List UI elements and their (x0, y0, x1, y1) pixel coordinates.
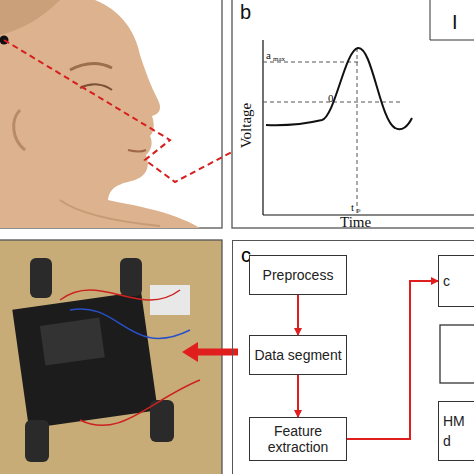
tp-dash (357, 48, 358, 215)
wire (70, 309, 190, 339)
process-box (440, 325, 474, 383)
flow-arrow (297, 375, 299, 417)
axis-label: t (351, 202, 354, 213)
head-skin (0, 0, 200, 228)
wheel (120, 258, 142, 296)
wheel (30, 258, 52, 298)
box-text: Data segment (254, 347, 341, 363)
panel-letter: I (452, 12, 458, 32)
neck-shade (60, 200, 160, 226)
panel-frame (0, 0, 222, 228)
panel-frame: c PreprocessData segmentFeature extractio… (232, 240, 474, 474)
axis-label: 0 (328, 93, 334, 104)
box-text: Feature extraction (250, 423, 346, 455)
mouth (128, 150, 146, 152)
process-box: c (438, 255, 474, 307)
process-box: Data segment (249, 335, 347, 375)
hair-shade (0, 0, 60, 35)
legend-box-edge (430, 0, 474, 40)
panel-letter: b (240, 2, 251, 22)
ear (14, 110, 25, 150)
flow-arrow (347, 281, 438, 439)
panel-frame (0, 240, 222, 474)
process-box: HM d (438, 401, 474, 461)
wheel (25, 420, 49, 462)
robot-photo (12, 258, 200, 462)
eyebrow (70, 64, 112, 70)
axis-label: Time (340, 215, 371, 230)
box-text: HM (443, 413, 465, 429)
axis-label: Voltage (239, 103, 254, 149)
box-text: d (443, 433, 451, 449)
circuit-board (12, 292, 157, 429)
box-text: Preprocess (263, 267, 334, 283)
signal-lead (4, 40, 232, 182)
box-text: c (443, 273, 450, 289)
axis-label: a (266, 50, 271, 61)
process-box: Feature extraction (249, 417, 347, 461)
output-arrow-head (182, 342, 198, 362)
process-box: Preprocess (249, 255, 347, 295)
waveform (266, 48, 412, 129)
panel-frame (232, 0, 474, 228)
wire (60, 290, 200, 425)
head-illustration (0, 0, 200, 228)
axis-label: max (273, 56, 285, 63)
wheel (150, 400, 174, 442)
axis-label: p (357, 207, 361, 214)
flow-arrow (297, 295, 299, 335)
y-axis (262, 40, 263, 215)
chip (40, 318, 105, 366)
